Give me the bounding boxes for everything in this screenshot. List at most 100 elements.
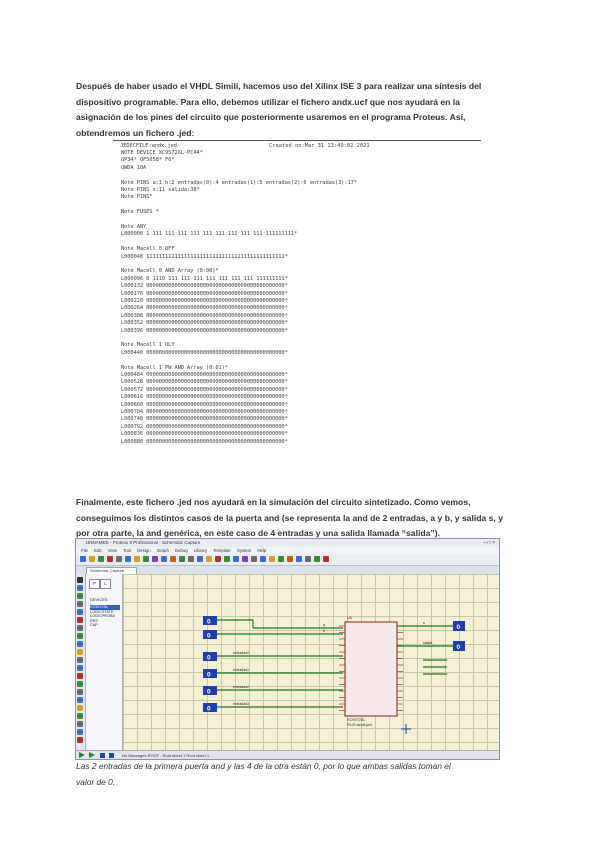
mode-icon[interactable] — [77, 713, 83, 719]
logic-state-entradas3[interactable]: 0 — [203, 703, 217, 713]
stop-button[interactable] — [109, 753, 114, 758]
play-button[interactable] — [79, 752, 85, 758]
toolbar-icon[interactable] — [269, 556, 275, 562]
mode-icon[interactable] — [77, 729, 83, 735]
menu-tool[interactable]: Tool — [123, 548, 132, 553]
toolbar-icon[interactable] — [179, 556, 185, 562]
step-button[interactable] — [89, 752, 95, 758]
menu-file[interactable]: File — [81, 548, 88, 553]
proteus-window: UNNAMED - Proteus 8 Professional - Schem… — [75, 538, 500, 760]
toolbar-icon[interactable] — [116, 556, 122, 562]
mode-icon[interactable] — [77, 625, 83, 631]
toolbar-icon[interactable] — [278, 556, 284, 562]
jed-line: L000396 00000000000000000000000000000000… — [121, 327, 288, 334]
toolbar-icon[interactable] — [215, 556, 221, 562]
logic-probe-salida[interactable]: 0 — [453, 641, 465, 651]
proteus-menubar: File Edit View Tool Design Graph Debug L… — [76, 547, 499, 554]
device-item[interactable]: LOGICSTATE — [90, 609, 114, 614]
menu-library[interactable]: Library — [193, 548, 208, 553]
final-line: conseguimos los distintos casos de la pu… — [76, 512, 503, 523]
jed-line: L000704 00000000000000000000000000000000… — [121, 409, 288, 415]
mode-icon[interactable] — [77, 617, 83, 623]
mode-icon[interactable] — [77, 721, 83, 727]
device-item[interactable]: LOGICPROBE — [90, 614, 116, 618]
logic-state-entradas2[interactable]: 0 — [203, 686, 217, 696]
menu-view[interactable]: View — [107, 548, 117, 553]
mode-icon[interactable] — [77, 681, 83, 687]
schematic-drawing: 0 0 0 0 0 — [203, 615, 465, 734]
toolbar-icon[interactable] — [296, 556, 302, 562]
logic-probe-s[interactable]: 0 — [453, 621, 465, 631]
toolbar-icon[interactable] — [188, 556, 194, 562]
pause-button[interactable] — [100, 753, 105, 758]
mode-icon[interactable] — [77, 657, 83, 663]
final-paragraph: Finalmente, este fichero .jed nos ayudar… — [76, 495, 526, 542]
toolbar-icon[interactable] — [260, 556, 266, 562]
intro-line: asignación de los pines del circuito que… — [76, 112, 466, 122]
toolbar-icon[interactable] — [170, 556, 176, 562]
menu-edit[interactable]: Edit — [94, 548, 102, 553]
mode-icon[interactable] — [77, 705, 83, 711]
device-item[interactable]: RES — [90, 618, 98, 623]
menu-help[interactable]: Help — [257, 548, 267, 553]
mode-icon[interactable] — [77, 609, 83, 615]
jed-line: L000880 00000000000000000000000000000000… — [121, 438, 288, 445]
mode-icon[interactable] — [77, 697, 83, 703]
proteus-titlebar: UNNAMED - Proteus 8 Professional - Schem… — [76, 539, 499, 547]
logic-state-b[interactable]: 0 — [203, 630, 217, 640]
toolbar-icon[interactable] — [287, 556, 293, 562]
menu-system[interactable]: System — [236, 548, 252, 553]
toolbar-icon[interactable] — [80, 556, 86, 562]
mode-icon[interactable] — [77, 585, 83, 591]
toolbar-icon[interactable] — [305, 556, 311, 562]
jed-created: Created on:Mar 31 13:49:02 2021 — [269, 143, 370, 149]
menu-template[interactable]: Template — [213, 548, 231, 553]
mode-icon[interactable] — [77, 577, 83, 583]
proteus-title: UNNAMED - Proteus 8 Professional - Schem… — [86, 540, 201, 545]
window-controls[interactable]: – □ × — [483, 540, 496, 546]
toolbar-icon[interactable] — [314, 556, 320, 562]
mode-icon[interactable] — [77, 641, 83, 647]
toolbar-icon[interactable] — [323, 556, 329, 562]
cpld-chip[interactable]: U1 XC9572XL FILE=andx.jed — [344, 615, 398, 727]
toolbar-icon[interactable] — [242, 556, 248, 562]
mode-icon[interactable] — [77, 689, 83, 695]
toolbar-icon[interactable] — [251, 556, 257, 562]
schematic-canvas[interactable]: 0 0 0 0 0 — [123, 574, 499, 750]
jed-line: Note ANY — [121, 224, 147, 230]
menu-design[interactable]: Design — [137, 548, 151, 553]
mode-icon[interactable] — [77, 593, 83, 599]
logic-state-value: 0 — [207, 689, 211, 696]
toolbar-icon[interactable] — [98, 556, 104, 562]
logic-state-value: 0 — [207, 619, 211, 626]
toolbar-icon[interactable] — [107, 556, 113, 562]
mode-icon[interactable] — [77, 633, 83, 639]
mode-icon[interactable] — [77, 649, 83, 655]
logic-state-entradas0[interactable]: 0 — [203, 652, 217, 662]
logic-probe-value: 0 — [457, 644, 461, 651]
intro-line: dispositivo programable. Para ello, debe… — [76, 96, 460, 107]
toolbar-icon[interactable] — [152, 556, 158, 562]
toolbar-icon[interactable] — [224, 556, 230, 562]
device-item[interactable]: XC9572XL — [90, 605, 120, 610]
toolbar-icon[interactable] — [134, 556, 140, 562]
logic-state-a[interactable]: 0 — [203, 616, 217, 626]
mode-icon[interactable] — [77, 601, 83, 607]
library-button[interactable]: L — [100, 579, 111, 589]
toolbar-icon[interactable] — [89, 556, 95, 562]
toolbar-icon[interactable] — [197, 556, 203, 562]
toolbar-icon[interactable] — [125, 556, 131, 562]
logic-state-entradas1[interactable]: 0 — [203, 669, 217, 679]
menu-graph[interactable]: Graph — [156, 548, 169, 553]
toolbar-icon[interactable] — [233, 556, 239, 562]
toolbar-icon[interactable] — [143, 556, 149, 562]
menu-debug[interactable]: Debug — [175, 548, 188, 553]
mode-icon[interactable] — [77, 673, 83, 679]
pick-device-button[interactable]: P — [89, 579, 100, 589]
toolbar-icon[interactable] — [161, 556, 167, 562]
mode-icon[interactable] — [77, 737, 83, 743]
mode-icon[interactable] — [77, 665, 83, 671]
device-item[interactable]: CAP — [90, 623, 98, 627]
toolbar-icon[interactable] — [206, 556, 212, 562]
status-text: No Messages ROOT - Root sheet 1 Root she… — [122, 753, 210, 758]
